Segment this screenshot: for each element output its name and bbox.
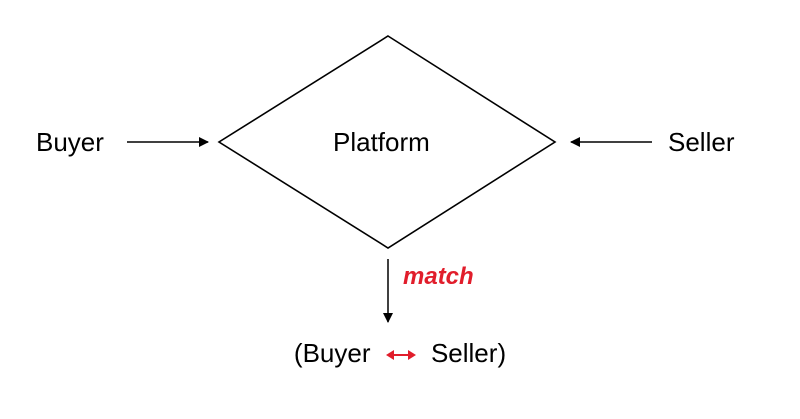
result-close-paren: ) [497, 338, 507, 368]
result-buyer-label: Buyer [302, 338, 371, 368]
result-open-paren: ( [293, 338, 303, 368]
seller-label: Seller [668, 127, 735, 157]
match-label: match [403, 263, 474, 290]
match-result: (Buyer Seller) [0, 340, 800, 366]
buyer-label: Buyer [36, 127, 104, 157]
platform-label: Platform [333, 127, 430, 157]
platform-diamond [217, 35, 557, 249]
result-seller-label: Seller [430, 338, 498, 368]
double-arrow-icon [385, 350, 416, 361]
